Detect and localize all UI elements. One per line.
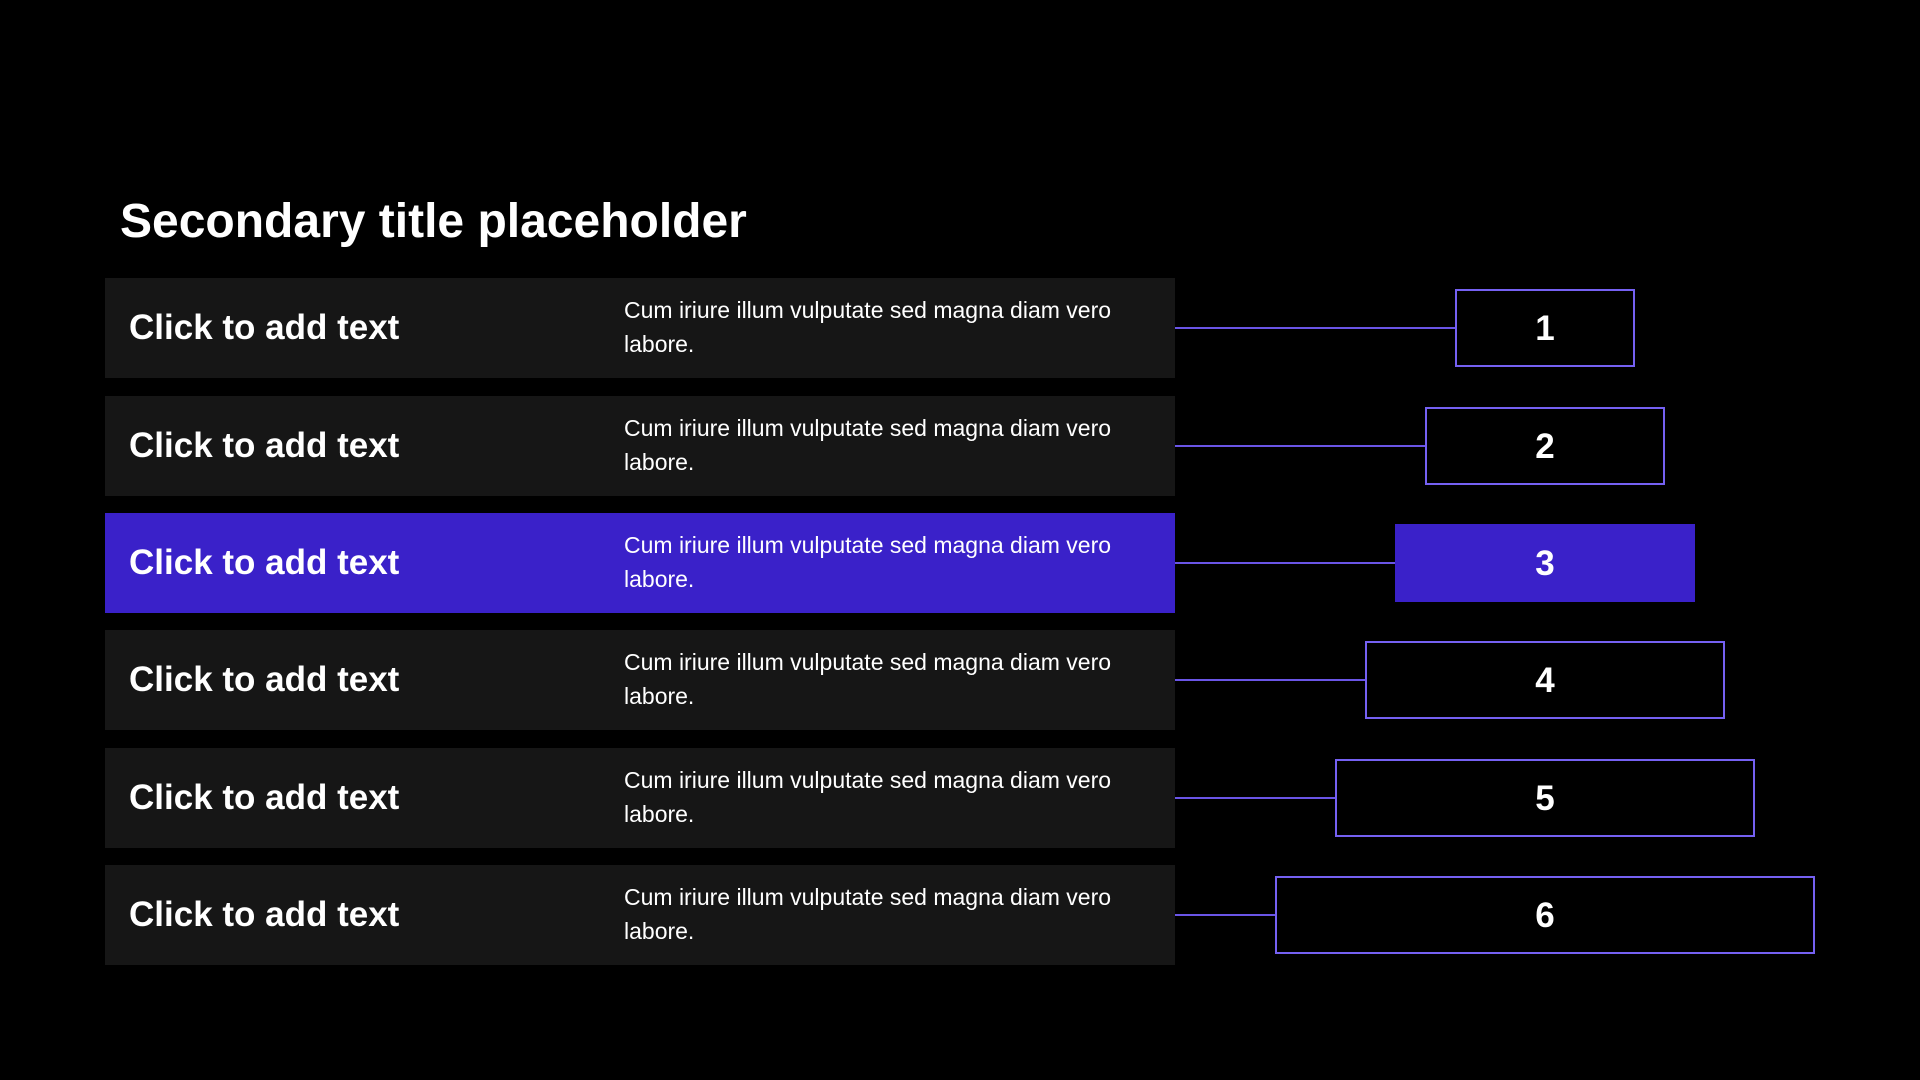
number-label: 5 bbox=[1535, 778, 1555, 818]
connector-line bbox=[1175, 445, 1425, 447]
connector-line bbox=[1175, 914, 1275, 916]
row-label[interactable]: Click to add text bbox=[129, 426, 400, 465]
row-label[interactable]: Click to add text bbox=[129, 895, 400, 934]
row-label[interactable]: Click to add text bbox=[129, 308, 400, 347]
number-box[interactable]: 6 bbox=[1275, 876, 1815, 954]
connector-line bbox=[1175, 679, 1365, 681]
row-5: Click to add text Cum iriure illum vulpu… bbox=[0, 748, 1920, 848]
row-description[interactable]: Cum iriure illum vulputate sed magna dia… bbox=[624, 297, 1112, 357]
row-description[interactable]: Cum iriure illum vulputate sed magna dia… bbox=[624, 532, 1112, 592]
number-box[interactable]: 1 bbox=[1455, 289, 1635, 367]
number-box[interactable]: 5 bbox=[1335, 759, 1755, 837]
number-label: 2 bbox=[1535, 426, 1555, 466]
row-label[interactable]: Click to add text bbox=[129, 660, 400, 699]
row-4: Click to add text Cum iriure illum vulpu… bbox=[0, 630, 1920, 730]
row-panel[interactable]: Click to add text Cum iriure illum vulpu… bbox=[105, 278, 1175, 378]
row-panel[interactable]: Click to add text Cum iriure illum vulpu… bbox=[105, 396, 1175, 496]
row-label[interactable]: Click to add text bbox=[129, 543, 400, 582]
row-1: Click to add text Cum iriure illum vulpu… bbox=[0, 278, 1920, 378]
row-panel[interactable]: Click to add text Cum iriure illum vulpu… bbox=[105, 630, 1175, 730]
row-6: Click to add text Cum iriure illum vulpu… bbox=[0, 865, 1920, 965]
number-label: 1 bbox=[1535, 308, 1555, 348]
row-description[interactable]: Cum iriure illum vulputate sed magna dia… bbox=[624, 767, 1112, 827]
row-description[interactable]: Cum iriure illum vulputate sed magna dia… bbox=[624, 415, 1112, 475]
row-panel[interactable]: Click to add text Cum iriure illum vulpu… bbox=[105, 748, 1175, 848]
connector-line bbox=[1175, 327, 1455, 329]
row-panel[interactable]: Click to add text Cum iriure illum vulpu… bbox=[105, 513, 1175, 613]
slide-title[interactable]: Secondary title placeholder bbox=[120, 195, 747, 248]
number-label: 3 bbox=[1535, 543, 1555, 583]
number-label: 6 bbox=[1535, 895, 1555, 935]
row-description[interactable]: Cum iriure illum vulputate sed magna dia… bbox=[624, 649, 1112, 709]
number-label: 4 bbox=[1535, 660, 1555, 700]
number-box[interactable]: 3 bbox=[1395, 524, 1695, 602]
row-3: Click to add text Cum iriure illum vulpu… bbox=[0, 513, 1920, 613]
number-box[interactable]: 2 bbox=[1425, 407, 1665, 485]
row-2: Click to add text Cum iriure illum vulpu… bbox=[0, 396, 1920, 496]
row-label[interactable]: Click to add text bbox=[129, 778, 400, 817]
row-panel[interactable]: Click to add text Cum iriure illum vulpu… bbox=[105, 865, 1175, 965]
number-box[interactable]: 4 bbox=[1365, 641, 1725, 719]
connector-line bbox=[1175, 562, 1395, 564]
row-description[interactable]: Cum iriure illum vulputate sed magna dia… bbox=[624, 884, 1112, 944]
connector-line bbox=[1175, 797, 1335, 799]
